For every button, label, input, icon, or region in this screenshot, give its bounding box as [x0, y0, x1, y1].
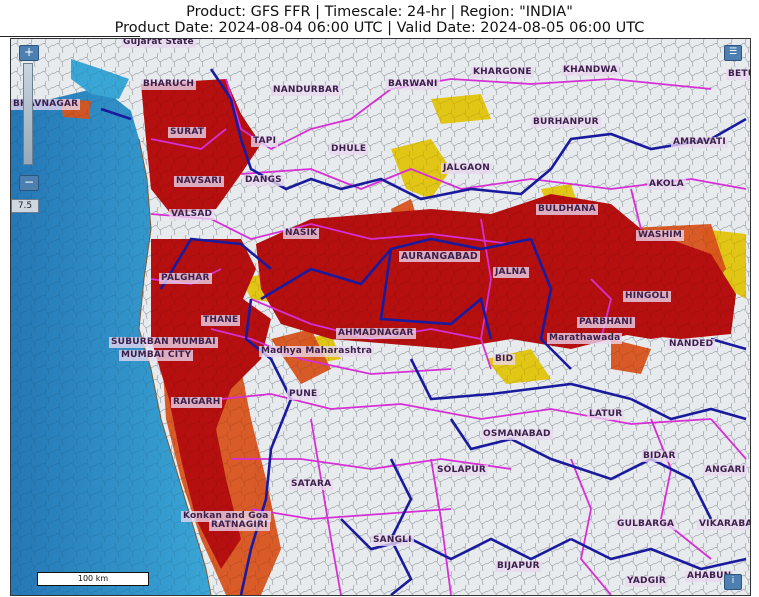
map-viewport[interactable]: Gujarat State BHAVNAGAR BHARUCH NANDURBA… — [10, 38, 751, 596]
label-betul: BETU — [726, 69, 750, 80]
date-info-line: Product Date: 2024-08-04 06:00 UTC | Val… — [114, 20, 645, 36]
label-vikarabad: VIKARABA — [697, 519, 750, 530]
scale-bar: 100 km — [37, 572, 149, 586]
label-hingoli: HINGOLI — [623, 291, 671, 302]
label-dangs: DANGS — [243, 175, 284, 186]
label-washim: WASHIM — [636, 230, 685, 241]
layer-switcher-icon[interactable]: ☰ — [724, 45, 742, 61]
label-bid: BID — [493, 354, 516, 365]
label-valsad: VALSAD — [169, 209, 215, 220]
label-pune: PUNE — [287, 389, 320, 400]
zoom-slider[interactable] — [23, 63, 33, 165]
label-gulbarga: GULBARGA — [615, 519, 677, 530]
label-jalna: JALNA — [493, 267, 529, 278]
label-bhavnagar: BHAVNAGAR — [11, 99, 81, 110]
label-tapi: TAPI — [251, 136, 279, 147]
label-marathawada: Marathawada — [547, 333, 623, 344]
label-ahmadnagar: AHMADNAGAR — [336, 328, 416, 339]
label-jalgaon: JALGAON — [441, 163, 492, 174]
zoom-out-button[interactable]: − — [19, 175, 39, 191]
product-info-line: Product: GFS FFR | Timescale: 24-hr | Re… — [186, 4, 573, 20]
label-konkan-and-goa: Konkan and Goa — [181, 511, 271, 522]
label-bijapur: BIJAPUR — [495, 561, 542, 572]
label-raigarh: RAIGARH — [171, 397, 223, 408]
label-parbhani: PARBHANI — [577, 317, 635, 328]
label-thane: THANE — [201, 315, 241, 326]
label-angari: ANGARI — [703, 465, 748, 476]
label-ratnagiri: RATNAGIRI — [209, 520, 270, 531]
label-mumbai-city: MUMBAI CITY — [119, 350, 194, 361]
label-yadgir: YADGIR — [625, 576, 668, 587]
label-surat: SURAT — [168, 127, 207, 138]
label-amravati: AMRAVATI — [671, 137, 728, 148]
label-aurangabad: AURANGABAD — [399, 251, 481, 262]
label-barwani: BARWANI — [386, 79, 440, 90]
zoom-in-button[interactable]: + — [19, 45, 39, 61]
info-icon[interactable]: i — [724, 574, 742, 590]
label-burhanpur: BURHANPUR — [531, 117, 601, 128]
label-bharuch: BHARUCH — [141, 79, 197, 90]
label-satara: SATARA — [289, 479, 334, 490]
label-nanded: NANDED — [667, 339, 716, 350]
label-nasik: NASIK — [283, 228, 320, 239]
label-madhya-maharashtra: Madhya Maharashtra — [259, 346, 375, 357]
header-divider — [0, 36, 140, 37]
flood-risk-map[interactable] — [11, 39, 750, 595]
label-gujarat-state: Gujarat State — [121, 38, 196, 48]
coastline — [138, 138, 212, 595]
label-khandwa: KHANDWA — [561, 65, 620, 76]
label-dhule: DHULE — [329, 144, 369, 155]
zoom-level-readout: 7.5 — [11, 199, 39, 213]
label-buldhana: BULDHANA — [536, 204, 598, 215]
state-borders — [100, 68, 747, 595]
label-navsari: NAVSARI — [174, 176, 224, 187]
label-sangli: SANGLI — [371, 535, 414, 546]
label-latur: LATUR — [587, 409, 625, 420]
label-mahbubnagar: AHABUN — [685, 571, 734, 582]
label-bidar: BIDAR — [641, 451, 678, 462]
map-title: Product: GFS FFR | Timescale: 24-hr | Re… — [0, 0, 759, 38]
label-solapur: SOLAPUR — [435, 465, 489, 476]
label-akola: AKOLA — [647, 179, 686, 190]
label-osmanabad: OSMANABAD — [481, 429, 553, 440]
label-khargone: KHARGONE — [471, 67, 534, 78]
label-suburban-mumbai: SUBURBAN MUMBAI — [109, 337, 218, 348]
label-palghar: PALGHAR — [159, 273, 212, 284]
label-nandurbar: NANDURBAR — [271, 85, 342, 96]
zoom-control: + − — [19, 45, 39, 191]
